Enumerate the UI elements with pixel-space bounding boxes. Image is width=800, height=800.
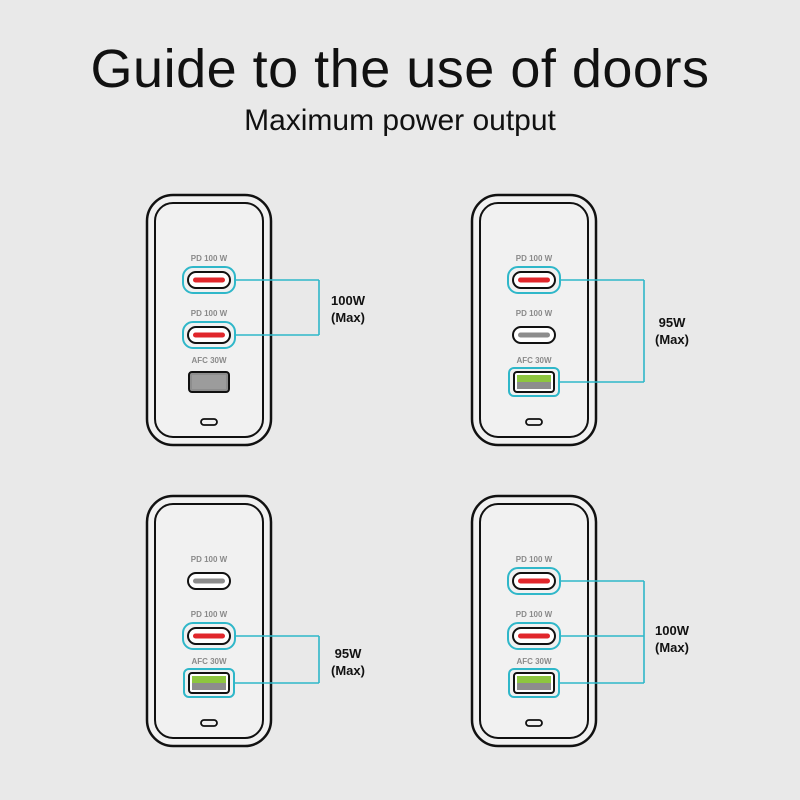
port-highlight	[183, 668, 235, 698]
combined-output-bracket	[235, 279, 320, 336]
page-subtitle: Maximum power output	[244, 104, 556, 137]
port-label: PD 100 W	[516, 610, 553, 619]
max-output-note: (Max)	[331, 310, 365, 325]
port-label: PD 100 W	[191, 555, 228, 564]
usb-a-cavity	[192, 683, 226, 690]
port-label: PD 100 W	[516, 309, 553, 318]
charger-bottom-left: PD 100 W PD 100 W AFC 30W 95W (Max)	[145, 494, 365, 748]
usb-a-cavity	[192, 375, 226, 389]
port-label: AFC 30W	[516, 657, 552, 666]
usb-a-cavity	[517, 382, 551, 389]
charger-top-right: PD 100 W PD 100 W AFC 30W 95W (Max)	[470, 193, 689, 447]
max-output-note: (Max)	[655, 640, 689, 655]
port-label: PD 100 W	[191, 254, 228, 263]
combined-output-bracket	[235, 635, 320, 684]
port-highlight	[508, 367, 560, 397]
max-output-note: (Max)	[331, 663, 365, 678]
charger-inner-face	[154, 202, 264, 438]
combined-output-bracket	[560, 580, 645, 684]
port-label: AFC 30W	[516, 356, 552, 365]
usb-a-cavity	[517, 683, 551, 690]
port-label: AFC 30W	[191, 356, 227, 365]
status-led-slot	[525, 719, 543, 727]
usb-c-tongue	[193, 633, 225, 639]
port-label: PD 100 W	[516, 254, 553, 263]
usb-a-contact	[517, 375, 551, 382]
charger-inner-face	[479, 503, 589, 739]
max-output-watts: 100W	[331, 293, 366, 308]
page-title: Guide to the use of doors	[90, 39, 710, 99]
usb-a-contact	[517, 676, 551, 683]
max-output-watts: 95W	[659, 315, 686, 330]
usb-c-tongue	[193, 332, 225, 338]
port-label: PD 100 W	[191, 610, 228, 619]
usb-c-tongue	[518, 633, 550, 639]
usb-c-tongue	[518, 332, 550, 338]
usb-c-tongue	[193, 578, 225, 584]
usb-c-tongue	[518, 277, 550, 283]
usb-a-contact	[192, 676, 226, 683]
status-led-slot	[200, 719, 218, 727]
usb-c-tongue	[518, 578, 550, 584]
charger-bottom-right: PD 100 W PD 100 W AFC 30W 100W (Max)	[470, 494, 690, 748]
usb-c-tongue	[193, 277, 225, 283]
status-led-slot	[200, 418, 218, 426]
port-label: PD 100 W	[516, 555, 553, 564]
port-label: AFC 30W	[191, 657, 227, 666]
combined-output-bracket	[560, 279, 645, 383]
port-highlight	[508, 668, 560, 698]
max-output-watts: 100W	[655, 623, 690, 638]
charger-top-left: PD 100 W PD 100 W AFC 30W 100W (Max)	[145, 193, 366, 447]
charger-inner-face	[479, 202, 589, 438]
port-label: PD 100 W	[191, 309, 228, 318]
charger-inner-face	[154, 503, 264, 739]
max-output-watts: 95W	[335, 646, 362, 661]
max-output-note: (Max)	[655, 332, 689, 347]
status-led-slot	[525, 418, 543, 426]
